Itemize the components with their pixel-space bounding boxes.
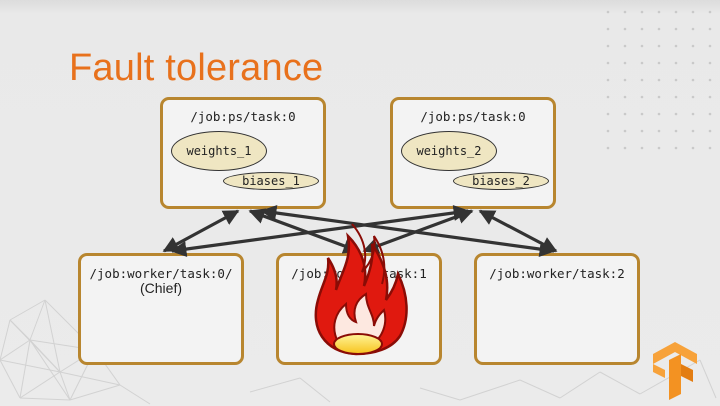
connection-arrows (162, 205, 558, 257)
worker-task-box-0: /job:worker/task:0/ (Chief) (78, 253, 244, 365)
arrow-ps2-worker1 (362, 208, 474, 254)
weights-variable: weights_2 (401, 131, 497, 171)
worker-task-label: /job:worker/task:2 (489, 266, 625, 281)
tensorflow-logo (653, 342, 697, 400)
ps-task-box-1: /job:ps/task:0 weights_1 biases_1 (160, 97, 326, 209)
arrow-ps2-worker2 (478, 209, 558, 253)
worker-task-box-2: /job:worker/task:2 (474, 253, 640, 365)
biases-variable: biases_2 (453, 172, 549, 190)
biases-variable: biases_1 (223, 172, 319, 190)
weights-variable: weights_1 (171, 131, 267, 171)
arrow-ps2-worker0 (170, 205, 470, 257)
ps-task-label: /job:ps/task:0 (420, 109, 526, 124)
worker-task-label: /job:worker/task:0/ (89, 266, 233, 281)
slide-title: Fault tolerance (69, 47, 324, 89)
ps-task-box-2: /job:ps/task:0 weights_2 biases_2 (390, 97, 556, 209)
fire-icon (314, 223, 408, 356)
chief-label: (Chief) (139, 280, 182, 296)
ps-task-label: /job:ps/task:0 (190, 109, 296, 124)
